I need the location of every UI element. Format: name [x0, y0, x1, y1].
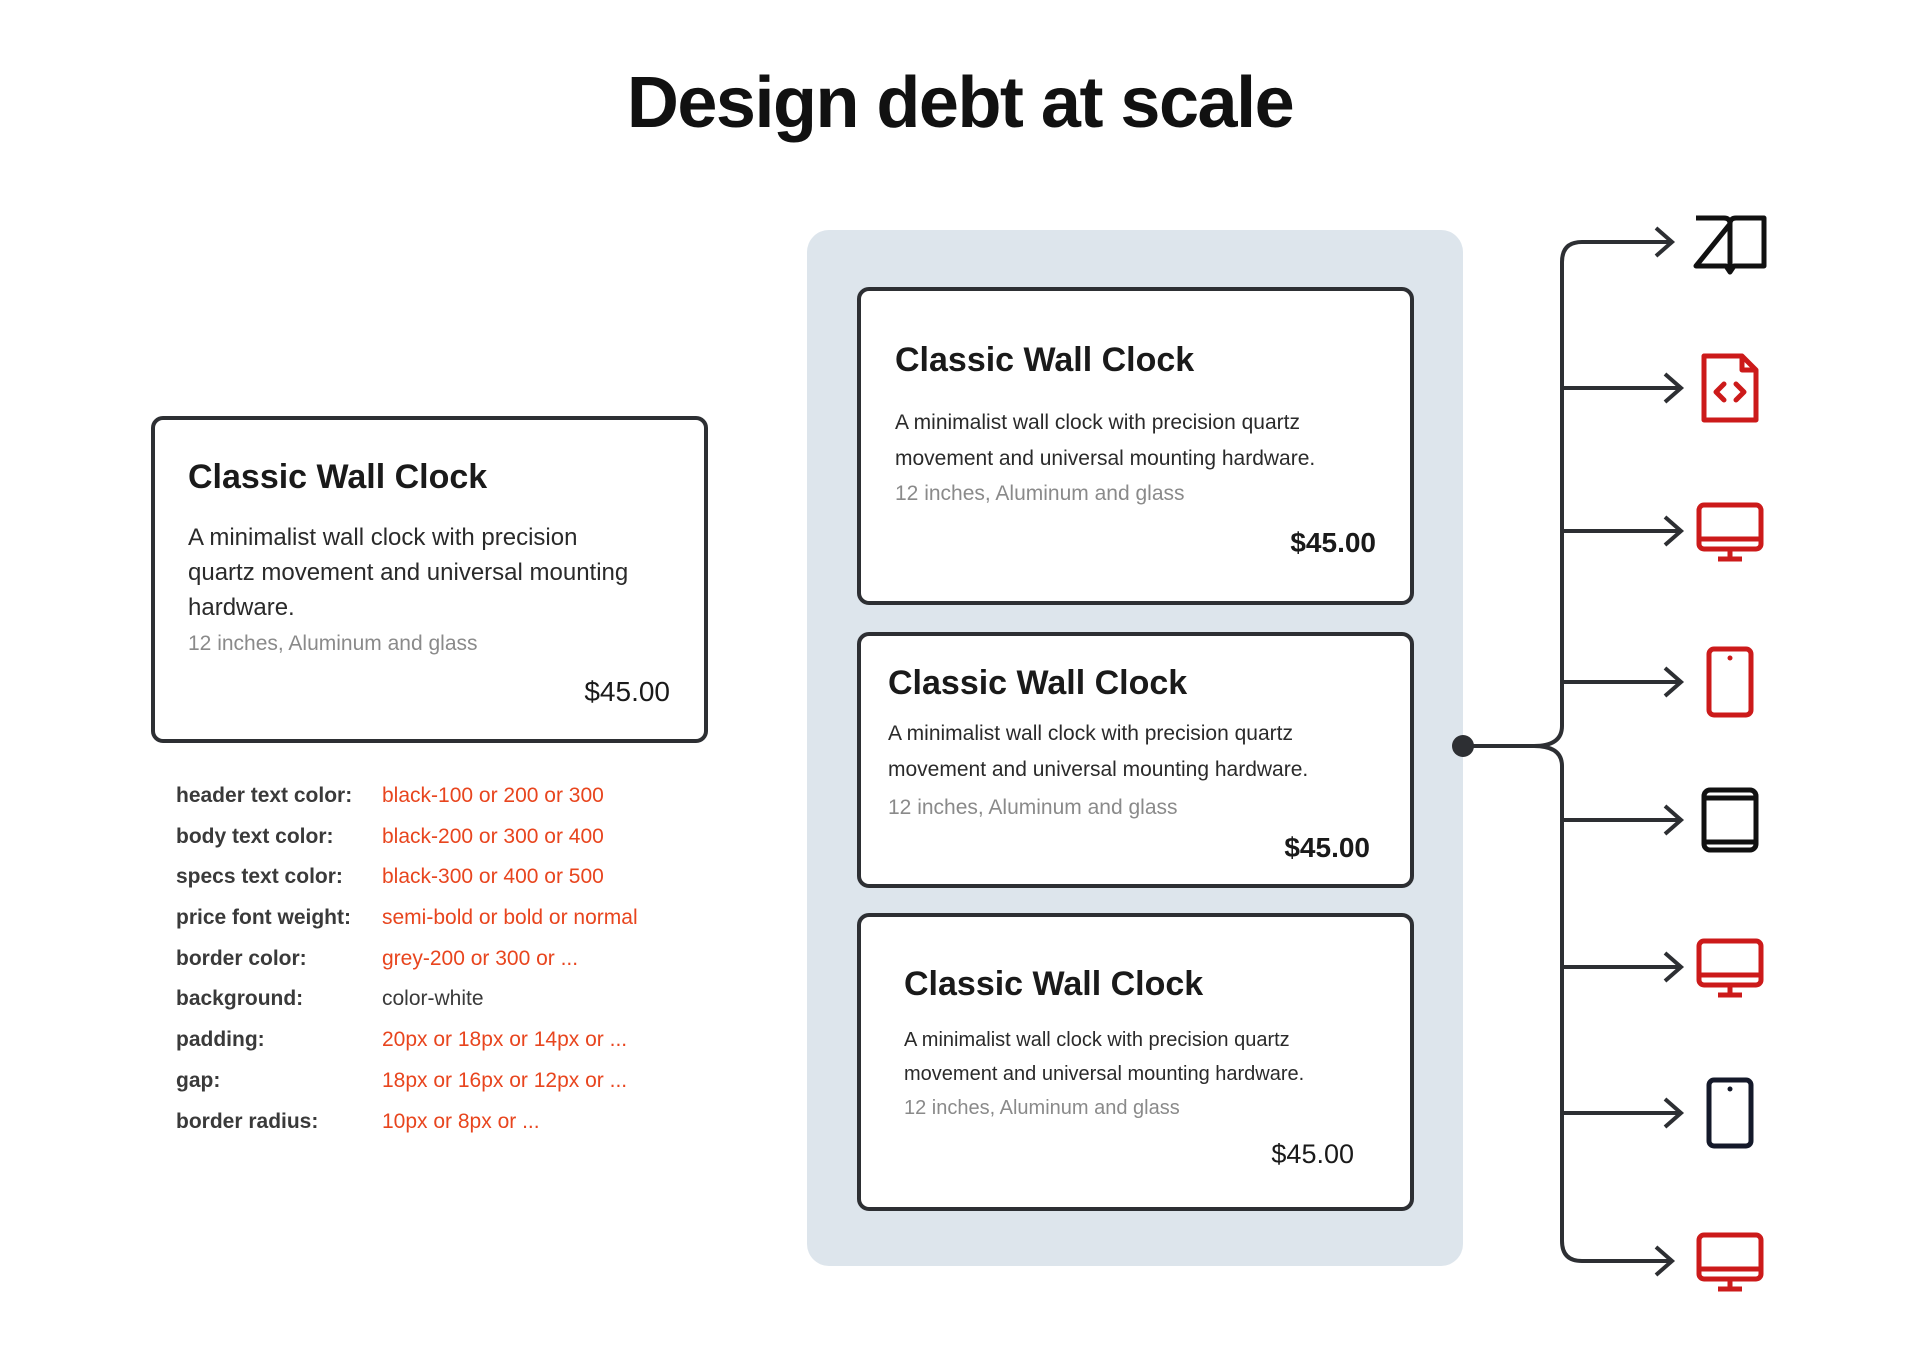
- tablet-icon: [1701, 787, 1759, 853]
- spec-value: black-200 or 300 or 400: [382, 824, 604, 848]
- phone-icon: [1706, 1077, 1754, 1149]
- connector-dot: [1452, 735, 1474, 757]
- spec-label: header text color:: [176, 784, 353, 807]
- arrow-head-icon: [1654, 226, 1676, 258]
- spec-value: 10px or 8px or ...: [382, 1109, 540, 1133]
- phone-icon: [1706, 646, 1754, 718]
- spec-label: border radius:: [176, 1109, 319, 1133]
- card-price: $45.00: [1271, 1139, 1354, 1169]
- variant-card-2: Classic Wall Clock A minimalist wall clo…: [857, 632, 1414, 888]
- arrow-head-icon: [1663, 1097, 1685, 1129]
- spec-row: border color: grey-200 or 300 or ...: [176, 943, 638, 984]
- card-body: A minimalist wall clock with precision q…: [888, 722, 1309, 781]
- code-file-icon: [1701, 353, 1759, 423]
- arrow-head-icon: [1654, 1245, 1676, 1277]
- spec-value: semi-bold or bold or normal: [382, 906, 638, 930]
- spec-row: specs text color: black-300 or 400 or 500: [176, 861, 638, 902]
- desktop-icon: [1696, 502, 1764, 562]
- arrow-head-icon: [1663, 372, 1685, 404]
- spec-row: background: color-white: [176, 983, 638, 1024]
- card-specs: 12 inches, Aluminum and glass: [895, 482, 1185, 505]
- card-specs: 12 inches, Aluminum and glass: [904, 1097, 1180, 1119]
- spec-value: grey-200 or 300 or ...: [382, 946, 579, 970]
- spec-row: header text color: black-100 or 200 or 30…: [176, 780, 638, 821]
- arrow-head-icon: [1663, 804, 1685, 836]
- desktop-icon: [1696, 938, 1764, 998]
- spec-label: price font weight:: [176, 906, 351, 930]
- spec-row: body text color: black-200 or 300 or 400: [176, 821, 638, 862]
- spec-row: price font weight: semi-bold or bold or n…: [176, 902, 638, 943]
- card-specs: 12 inches, Aluminum and glass: [188, 632, 478, 655]
- card-price: $45.00: [584, 676, 670, 707]
- card-price: $45.00: [1284, 832, 1370, 863]
- spec-value: 20px or 18px or 14px or ...: [382, 1028, 628, 1052]
- spec-value: black-100 or 200 or 300: [382, 784, 604, 807]
- spec-value: 18px or 16px or 12px or ...: [382, 1068, 628, 1092]
- spec-label: specs text color:: [176, 865, 343, 889]
- spec-row: gap: 18px or 16px or 12px or ...: [176, 1065, 638, 1106]
- card-body: A minimalist wall clock with precision q…: [904, 1029, 1305, 1085]
- spec-value: black-300 or 400 or 500: [382, 865, 604, 889]
- card-body: A minimalist wall clock with precision q…: [895, 411, 1316, 470]
- desktop-icon: [1696, 1232, 1764, 1292]
- spec-label: body text color:: [176, 824, 334, 848]
- card-title: Classic Wall Clock: [888, 664, 1188, 702]
- spec-label: border color:: [176, 946, 307, 970]
- card-price: $45.00: [1290, 527, 1376, 558]
- variant-card-3: Classic Wall Clock A minimalist wall clo…: [857, 913, 1414, 1211]
- card-body: A minimalist wall clock with precision q…: [188, 524, 629, 621]
- spec-label: padding:: [176, 1028, 265, 1052]
- spec-label: background:: [176, 987, 304, 1011]
- page-title: Design debt at scale: [626, 63, 1295, 143]
- spec-label: gap:: [176, 1068, 221, 1092]
- arrow-head-icon: [1663, 666, 1685, 698]
- connector-line-top: [1463, 240, 1672, 748]
- card-title: Classic Wall Clock: [895, 341, 1195, 379]
- card-title: Classic Wall Clock: [188, 458, 488, 496]
- spec-row: border radius: 10px or 8px or ...: [176, 1106, 638, 1147]
- card-title: Classic Wall Clock: [904, 965, 1204, 1003]
- variant-card-1: Classic Wall Clock A minimalist wall clo…: [857, 287, 1414, 605]
- spec-value: color-white: [382, 987, 484, 1011]
- reference-product-card: Classic Wall Clock A minimalist wall clo…: [151, 416, 708, 743]
- connector-line-bottom: [1533, 744, 1672, 1263]
- arrow-head-icon: [1663, 951, 1685, 983]
- style-spec-list: header text color: black-100 or 200 or 30…: [176, 780, 638, 1146]
- spec-row: padding: 20px or 18px or 14px or ...: [176, 1024, 638, 1065]
- arrow-head-icon: [1663, 515, 1685, 547]
- book-icon: [1693, 215, 1767, 275]
- card-specs: 12 inches, Aluminum and glass: [888, 796, 1178, 819]
